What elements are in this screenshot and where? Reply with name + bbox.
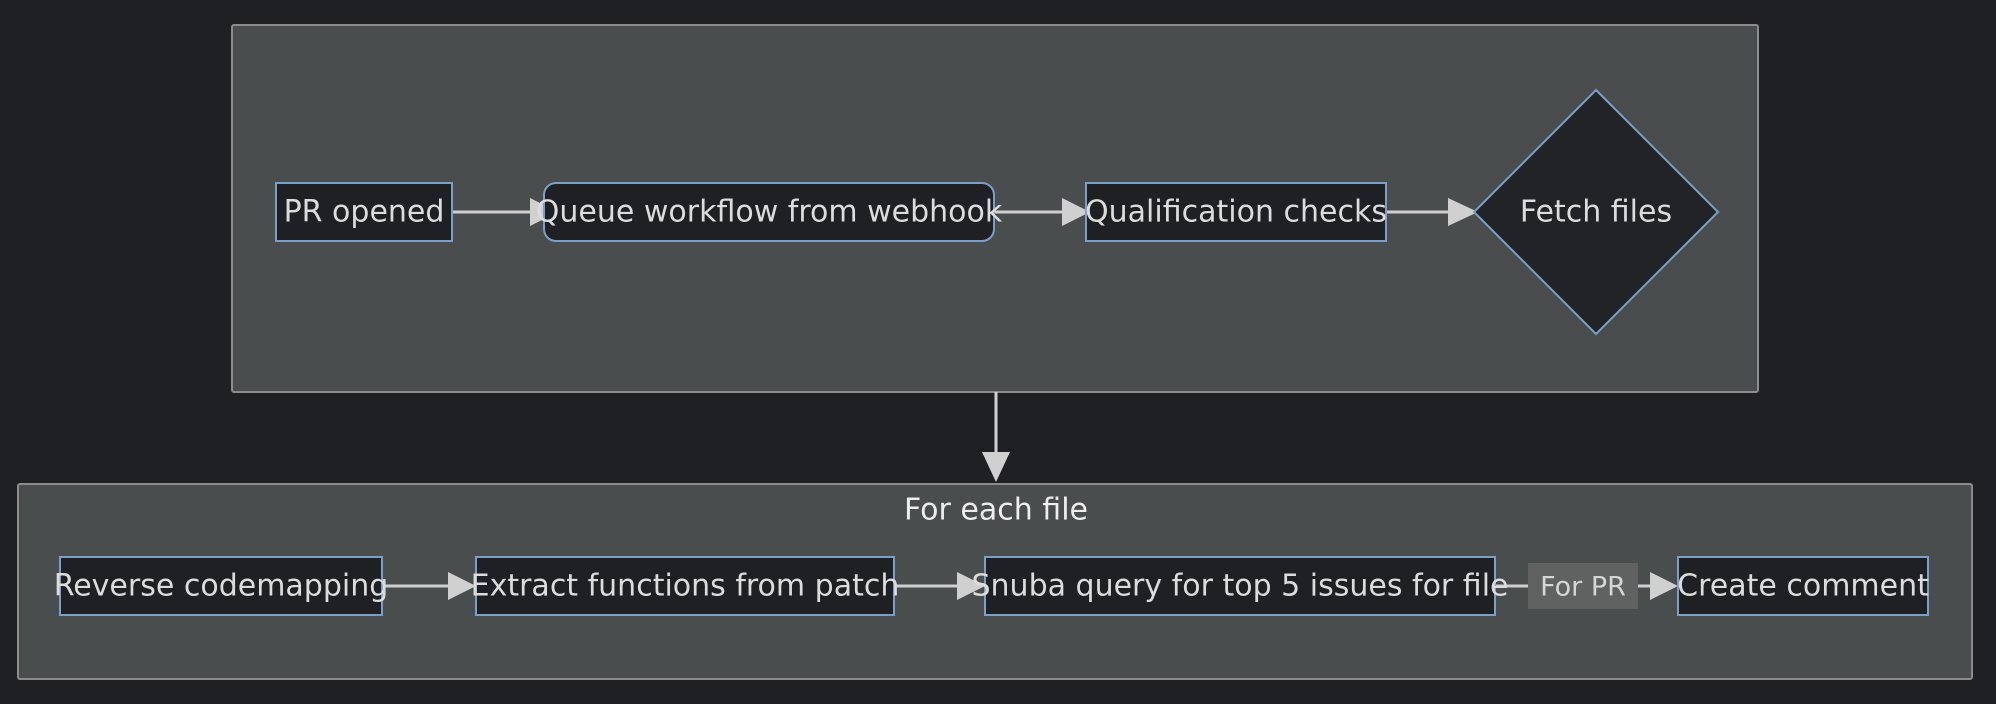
node-qualification-checks-label: Qualification checks [1085,195,1387,230]
edge-reverse-to-extract [382,572,476,600]
node-pr-opened-label: PR opened [284,195,445,230]
arrowhead-icon [982,452,1010,482]
edge-queue-to-qualification [994,198,1090,226]
node-create-comment-shape[interactable] [1677,556,1929,616]
arrowhead-icon [957,572,985,600]
arrowhead-icon [448,572,476,600]
edge-qualification-to-fetch [1386,198,1478,226]
arrowhead-icon [1650,572,1678,600]
edge-label-background [1528,563,1638,609]
node-reverse-codemapping-label: Reverse codemapping [54,569,389,604]
arrowhead-icon [1448,198,1478,226]
node-snuba-query-label: Snuba query for top 5 issues for file [972,569,1509,604]
node-pr-opened-shape[interactable] [275,182,453,242]
node-queue-workflow-shape[interactable] [543,182,995,242]
node-reverse-codemapping-shape[interactable] [59,556,383,616]
node-extract-functions-label: Extract functions from patch [471,569,900,604]
node-qualification-checks[interactable]: Qualification checks [1085,182,1387,242]
node-snuba-query[interactable]: Snuba query for top 5 issues for file [972,556,1509,616]
edge-extract-to-snuba [894,572,985,600]
node-snuba-query-shape[interactable] [984,556,1496,616]
subgraph-foreach-title: For each file [904,493,1088,528]
edge-label-for-pr: For PR [1540,572,1626,603]
edge-top-to-foreach [982,392,1010,482]
node-extract-functions[interactable]: Extract functions from patch [471,556,900,616]
node-reverse-codemapping[interactable]: Reverse codemapping [54,556,389,616]
node-queue-workflow-label: Queue workflow from webhook [536,195,1003,230]
edge-snuba-to-create-comment: For PR [1495,563,1678,609]
node-queue-workflow[interactable]: Queue workflow from webhook [536,182,1003,242]
node-qualification-checks-shape[interactable] [1085,182,1387,242]
node-create-comment[interactable]: Create comment [1677,556,1929,616]
node-fetch-files[interactable]: Fetch files [1472,88,1720,336]
node-fetch-files-shape[interactable] [1472,88,1720,336]
node-extract-functions-shape[interactable] [475,556,895,616]
arrowhead-icon [1062,198,1090,226]
node-create-comment-label: Create comment [1677,569,1929,604]
node-pr-opened[interactable]: PR opened [275,182,453,242]
node-fetch-files-label: Fetch files [1520,195,1672,230]
